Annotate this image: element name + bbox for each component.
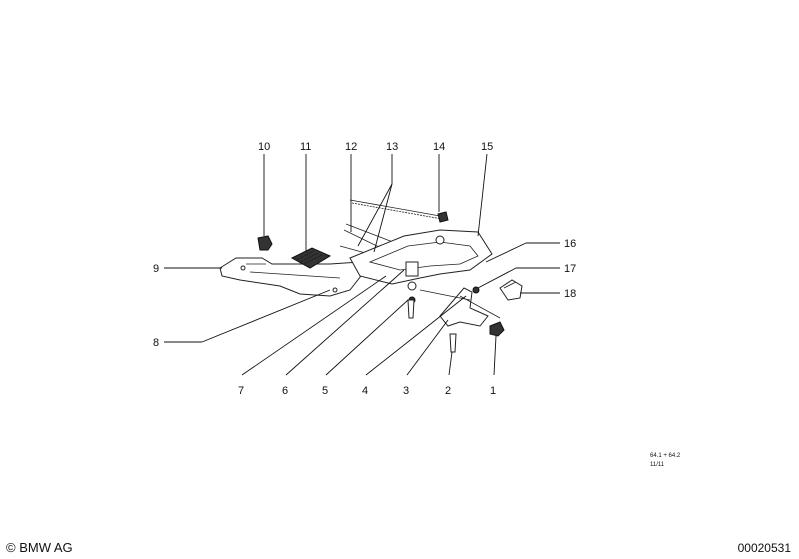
part-1-cap [489, 321, 505, 337]
copyright-icon: © [6, 540, 16, 555]
callout-1: 1 [490, 385, 496, 397]
document-number: 00020531 [737, 541, 791, 555]
callout-8: 8 [153, 337, 159, 349]
part-11-block [290, 247, 332, 269]
reference-date: 11/11 [650, 462, 665, 468]
callout-13: 13 [386, 141, 398, 153]
reference-code: 64.1 + 64.2 [650, 453, 681, 459]
part-15-frame [349, 229, 493, 285]
callout-15: 15 [481, 141, 493, 153]
part-14-nut [437, 211, 449, 223]
copyright-text: BMW AG [19, 540, 73, 555]
leader-lines [164, 153, 560, 376]
copyright-notice: © BMW AG [6, 540, 73, 555]
callout-17: 17 [564, 263, 576, 275]
center-mount [405, 261, 419, 304]
part-3-lever [439, 287, 489, 327]
assembly-drawing [219, 199, 523, 353]
part-18-connector [499, 279, 523, 301]
part-5-screw [407, 299, 415, 319]
callout-labels: 10 11 12 13 14 15 9 8 7 6 5 4 3 2 1 16 1… [153, 141, 576, 397]
callout-4: 4 [362, 385, 368, 397]
callout-16: 16 [564, 238, 576, 250]
callout-11: 11 [300, 141, 311, 153]
part-9-base-plate [219, 257, 365, 297]
callout-3: 3 [403, 385, 409, 397]
callout-6: 6 [282, 385, 288, 397]
part-13-rods [339, 199, 441, 269]
callout-18: 18 [564, 288, 576, 300]
part-17-pin [472, 286, 480, 294]
callout-10: 10 [258, 141, 270, 153]
callout-5: 5 [322, 385, 328, 397]
callout-12: 12 [345, 141, 357, 153]
callout-7: 7 [238, 385, 244, 397]
callout-9: 9 [153, 263, 159, 275]
part-2-bolt [449, 333, 457, 353]
callout-2: 2 [445, 385, 451, 397]
part-10-clip [257, 235, 273, 251]
callout-14: 14 [433, 141, 445, 153]
